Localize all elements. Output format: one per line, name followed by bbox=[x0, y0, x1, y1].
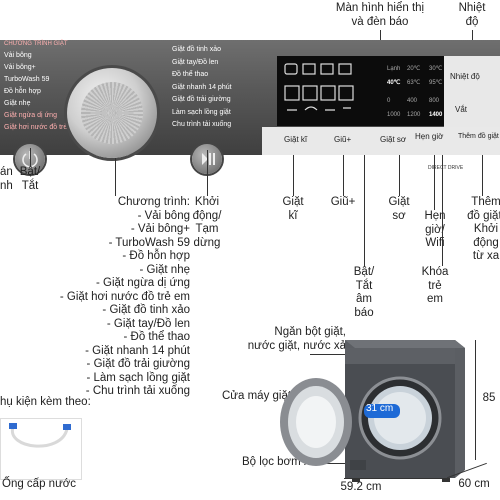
callout-line bbox=[115, 158, 116, 196]
panel-program: Giặt đồ tinh xảo bbox=[172, 46, 222, 53]
temp-label: 40℃ bbox=[387, 80, 401, 86]
spin-label: 1200 bbox=[407, 112, 421, 118]
spin-label: 800 bbox=[429, 98, 440, 104]
accessory-heading: hụ kiện kèm theo: bbox=[0, 396, 91, 408]
child-lock-label: Khóa trẻ em bbox=[421, 266, 449, 305]
panel-program: Đồ hỗn hợp bbox=[4, 88, 41, 95]
add-item-label: Thêm đồ giặt/ Khởi động từ xa bbox=[467, 196, 500, 262]
spin-label: 1400 bbox=[429, 112, 443, 118]
prewash-label: Giặt sơ bbox=[388, 196, 410, 222]
width-dimension: 59.2 cm bbox=[340, 481, 382, 493]
temp-label: 30℃ bbox=[429, 66, 443, 72]
panel-program: TurboWash 59 bbox=[4, 76, 50, 83]
power-label: Bật/ Tắt bbox=[19, 166, 41, 192]
callout-line bbox=[482, 155, 483, 196]
program-legend: Chương trình: - Vải bông - Vải bông+ - T… bbox=[40, 196, 190, 399]
callout-line bbox=[434, 155, 435, 210]
callout-line bbox=[343, 155, 344, 196]
program-item: - Giặt nhẹ bbox=[139, 263, 191, 276]
dial-knurl bbox=[81, 82, 143, 144]
washer-illustration bbox=[280, 340, 465, 482]
temp-label: Lạnh bbox=[387, 66, 401, 72]
display-icons bbox=[284, 63, 354, 111]
panel-program: Vải bông+ bbox=[4, 64, 36, 71]
program-item: - Giặt ngừa dị ứng bbox=[95, 277, 190, 289]
timer-label: Hẹn giờ/ Wifi bbox=[424, 210, 446, 249]
spin-button[interactable]: Vắt bbox=[455, 105, 468, 114]
water-hose-icon bbox=[9, 423, 71, 448]
brand-label: DIRECT DRIVE bbox=[428, 165, 464, 171]
panel-program: Giặt tay/Đồ len bbox=[172, 58, 219, 66]
door-dimension: 31 cm bbox=[366, 403, 394, 414]
program-item: - TurboWash 59 bbox=[108, 236, 190, 249]
program-item: - Giặt nhanh 14 phút bbox=[85, 344, 190, 357]
program-item: - Chu trình tải xuống bbox=[85, 385, 190, 397]
panel-program: Vải bông bbox=[4, 52, 32, 59]
program-dial[interactable] bbox=[67, 68, 157, 158]
deep-wash-button[interactable]: Giặt kĩ bbox=[284, 135, 308, 144]
program-item: - Giặt đồ tinh xảo bbox=[102, 304, 190, 316]
callout-line bbox=[442, 155, 443, 266]
panel-program: Giặt đồ trải giường bbox=[172, 96, 231, 103]
start-label: Khởi động/ Tạm dừng bbox=[192, 196, 222, 249]
panel-program: Đồ thể thao bbox=[172, 71, 209, 78]
program-item: - Vải bông bbox=[137, 209, 190, 222]
program-heading: Chương trình: bbox=[117, 196, 190, 208]
add-item-button[interactable]: Thêm đồ giặt bbox=[458, 133, 499, 140]
play-pause-icon bbox=[202, 153, 215, 165]
program-item: - Giặt đồ trải giường bbox=[86, 358, 190, 370]
callout-line bbox=[293, 155, 294, 196]
function-button-strip: Giặt kĩ Giũ+ Giặt sơ Hẹn giờ Thêm đồ giặ… bbox=[262, 127, 500, 155]
temp-label: 63℃ bbox=[407, 80, 421, 86]
timer-button[interactable]: Hẹn giờ bbox=[415, 132, 444, 141]
left-edge-label: án nh bbox=[0, 166, 13, 192]
spin-label: 1000 bbox=[387, 112, 401, 118]
program-list-right: Giặt đồ tinh xảo Giặt tay/Đồ len Đồ thể … bbox=[172, 44, 242, 132]
callout-line bbox=[207, 150, 208, 196]
panel-program: Giặt nhanh 14 phút bbox=[172, 83, 232, 91]
panel-program: Giặt nhẹ bbox=[4, 100, 31, 107]
accessory-name: Ống cấp nước bbox=[2, 478, 77, 490]
callout-line bbox=[399, 155, 400, 196]
callout-line bbox=[364, 155, 365, 266]
display-callout: Màn hình hiển thị và đèn báo bbox=[335, 2, 425, 28]
accessory-box bbox=[0, 418, 82, 480]
height-dimension-line bbox=[475, 340, 476, 460]
program-item: - Giặt tay/Đồ len bbox=[106, 317, 190, 330]
rinse-button[interactable]: Giũ+ bbox=[334, 135, 352, 144]
panel-program: Làm sạch lồng giặt bbox=[172, 108, 231, 116]
program-item: - Đồ thể thao bbox=[123, 331, 190, 343]
prewash-button[interactable]: Giặt sơ bbox=[380, 135, 407, 144]
height-dimension: 85 bbox=[482, 392, 496, 404]
program-item: - Giặt hơi nước đồ trẻ em bbox=[59, 290, 190, 303]
width-dimension-line bbox=[344, 478, 444, 479]
panel-program: Chu trình tải xuống bbox=[172, 121, 232, 128]
program-item: - Vải bông+ bbox=[130, 223, 190, 235]
temp-button[interactable]: Nhiệt độ bbox=[450, 72, 480, 81]
temp-callout: Nhiệt độ bbox=[458, 2, 486, 28]
program-item: - Làm sạch lồng giặt bbox=[86, 371, 190, 384]
program-item: - Đồ hỗn hợp bbox=[122, 250, 190, 262]
program-list-left: Vải bông Vải bông+ TurboWash 59 Đồ hỗn h… bbox=[4, 50, 79, 134]
callout-line bbox=[316, 463, 356, 464]
panel-program: Giặt hơi nước đồ trẻ em bbox=[4, 124, 79, 131]
panel-program: Giặt ngừa dị ứng bbox=[4, 112, 57, 119]
rinse-label: Giũ+ bbox=[330, 196, 356, 208]
depth-dimension: 60 cm bbox=[458, 478, 490, 490]
temp-label: 20℃ bbox=[407, 66, 421, 72]
mute-label: Bật/ Tắt âm báo bbox=[353, 266, 375, 319]
door-label: Cửa máy giặt bbox=[222, 390, 292, 402]
spin-label: 0 bbox=[387, 98, 391, 104]
callout-line bbox=[30, 148, 31, 166]
detergent-label: Ngăn bột giặt, nước giặt, nước xả bbox=[247, 326, 346, 352]
spin-label: 400 bbox=[407, 98, 418, 104]
deep-wash-label: Giặt kĩ bbox=[282, 196, 304, 222]
side-button-area bbox=[444, 56, 500, 128]
temp-label: 95℃ bbox=[429, 80, 443, 86]
program-title: CHƯƠNG TRÌNH GIẶT bbox=[4, 41, 68, 47]
callout-line bbox=[310, 354, 350, 355]
